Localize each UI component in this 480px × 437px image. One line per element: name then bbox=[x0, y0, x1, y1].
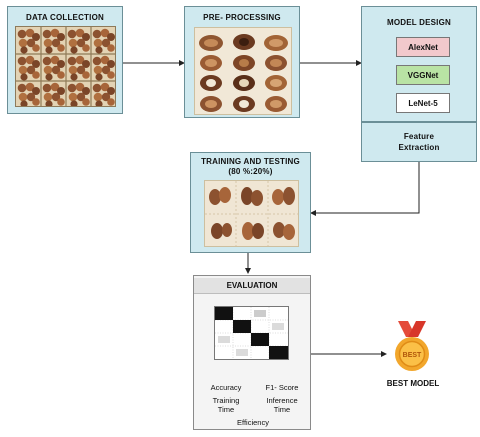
pre-processing-box: PRE- PROCESSING bbox=[184, 6, 300, 118]
processed-nuts-icon bbox=[194, 27, 292, 115]
metric-inference-time-2: Time bbox=[273, 405, 291, 414]
feature-extraction-line1: Feature bbox=[403, 132, 435, 141]
medal-icon: BEST bbox=[390, 321, 434, 373]
metric-inference-time-1: Inference bbox=[266, 396, 298, 405]
metric-f1-score: F1- Score bbox=[265, 383, 299, 392]
model-alexnet: AlexNet bbox=[396, 37, 450, 57]
evaluation-box: EVALUATION Accuracy F bbox=[193, 275, 311, 430]
model-design-box: MODEL DESIGN AlexNet VGGNet LeNet-5 bbox=[361, 6, 477, 122]
model-design-title: MODEL DESIGN bbox=[386, 18, 452, 27]
training-testing-box: TRAINING AND TESTING (80 %:20%) bbox=[190, 152, 311, 253]
best-model-label: BEST MODEL bbox=[386, 379, 440, 388]
metric-efficiency: Efficiency bbox=[237, 418, 269, 427]
data-collection-box: DATA COLLECTION bbox=[7, 6, 123, 114]
metric-accuracy: Accuracy bbox=[210, 383, 242, 392]
feature-extraction-box: Feature Extraction bbox=[361, 122, 477, 162]
model-lenet5: LeNet-5 bbox=[396, 93, 450, 113]
nut-grid-icon bbox=[15, 26, 116, 107]
confusion-matrix-icon bbox=[214, 306, 289, 360]
metric-training-time-1: Training bbox=[212, 396, 240, 405]
pre-processing-title: PRE- PROCESSING bbox=[203, 13, 281, 22]
data-collection-title: DATA COLLECTION bbox=[26, 13, 104, 22]
train-test-nuts-icon bbox=[204, 180, 299, 247]
training-testing-title: TRAINING AND TESTING bbox=[201, 157, 300, 166]
model-vggnet: VGGNet bbox=[396, 65, 450, 85]
feature-extraction-line2: Extraction bbox=[398, 143, 440, 152]
metric-training-time-2: Time bbox=[217, 405, 235, 414]
evaluation-title: EVALUATION bbox=[194, 278, 310, 294]
medal-text: BEST bbox=[403, 352, 422, 359]
arrow-feature-to-training bbox=[310, 162, 420, 216]
training-testing-split: (80 %:20%) bbox=[228, 167, 273, 176]
